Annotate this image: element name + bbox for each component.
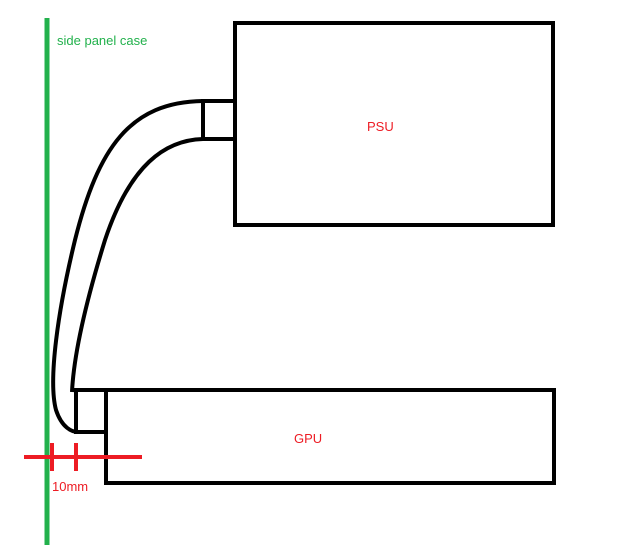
cable-inner-edge xyxy=(70,137,204,393)
cable-outer-edge xyxy=(51,99,204,434)
psu-box xyxy=(233,21,555,227)
gpu-label: GPU xyxy=(294,431,322,446)
side-panel-label: side panel case xyxy=(57,33,147,48)
measure-label: 10mm xyxy=(52,479,88,494)
gpu-connector xyxy=(74,388,108,434)
psu-connector xyxy=(201,99,237,141)
gpu-box xyxy=(104,388,556,485)
psu-label: PSU xyxy=(367,119,394,134)
